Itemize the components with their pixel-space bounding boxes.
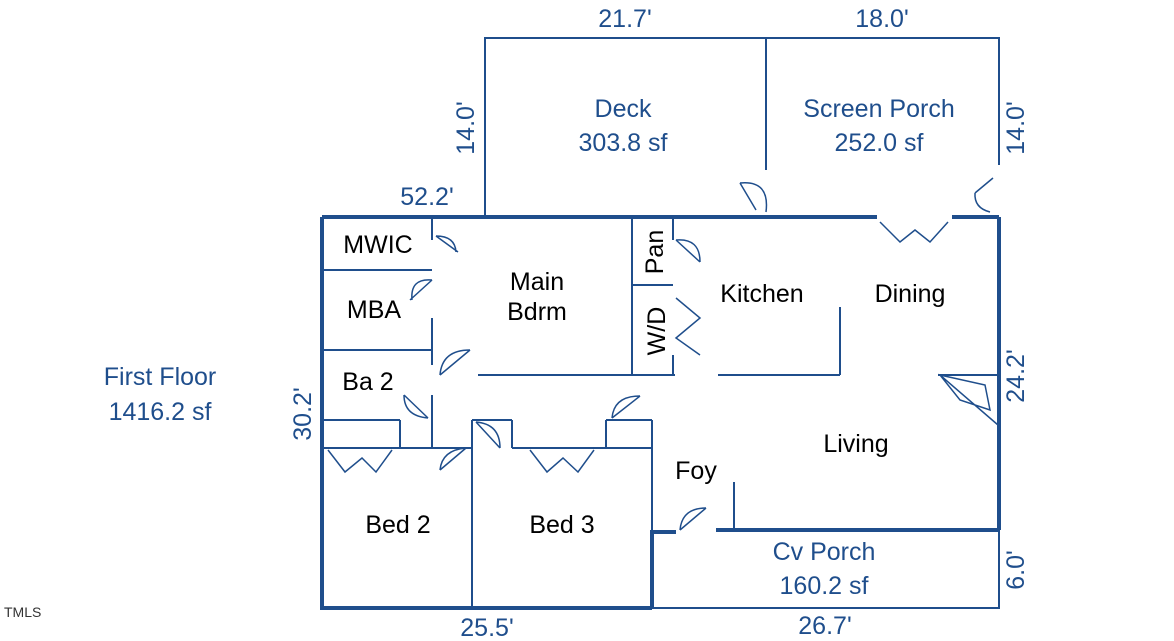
door-swing (938, 373, 999, 426)
door-swing (974, 177, 994, 213)
room-living: Living (823, 430, 888, 458)
dim-house-right-depth: 24.2' (1002, 349, 1030, 402)
room-bed2: Bed 2 (365, 511, 430, 539)
interior-walls (322, 217, 999, 608)
dim-house-width: 52.2' (400, 183, 453, 211)
door-swing (409, 279, 433, 301)
dim-bottom-right: 26.7' (798, 612, 851, 640)
cv-porch-area: 160.2 sf (780, 572, 869, 600)
cv-porch-label: Cv Porch (773, 538, 876, 566)
floor-name: First Floor (104, 363, 217, 391)
room-pan: Pan (641, 230, 669, 274)
room-ba2: Ba 2 (342, 368, 393, 396)
cv-porch-outline (652, 530, 1000, 609)
room-kitchen: Kitchen (720, 280, 803, 308)
screen-porch-label: Screen Porch (803, 95, 954, 123)
door-swing (403, 394, 429, 419)
room-main-bdrm-1: Main (510, 268, 564, 296)
room-dining: Dining (875, 280, 946, 308)
room-wd: W/D (643, 307, 671, 356)
dim-porch-width: 18.0' (855, 5, 908, 33)
dim-deck-width: 21.7' (598, 5, 651, 33)
door-swing (879, 221, 949, 244)
door-swing (435, 235, 459, 253)
room-foy: Foy (675, 457, 717, 485)
exterior-walls (320, 215, 1001, 610)
dim-deck-depth: 14.0' (452, 101, 480, 154)
deck-label: Deck (595, 95, 652, 123)
room-bed3: Bed 3 (529, 511, 594, 539)
watermark: TMLS (4, 604, 41, 620)
door-swing (611, 395, 641, 419)
screen-porch-outline (766, 37, 1000, 165)
deck-outline (484, 37, 767, 217)
screen-porch-area: 252.0 sf (835, 129, 924, 157)
door-swing (674, 297, 702, 356)
door-swing (739, 182, 768, 213)
dim-porch-depth: 14.0' (1002, 101, 1030, 154)
dim-house-left-depth: 30.2' (289, 387, 317, 440)
room-mba: MBA (347, 296, 402, 324)
dim-bottom-left: 25.5' (460, 614, 513, 641)
deck-area: 303.8 sf (579, 129, 668, 157)
door-swing (439, 447, 467, 471)
door-swing (679, 507, 707, 531)
floor-area: 1416.2 sf (109, 398, 212, 426)
dim-cv-porch-depth: 6.0' (1002, 550, 1030, 590)
room-mwic: MWIC (343, 231, 412, 259)
door-swing (475, 421, 501, 449)
door-swing (529, 449, 595, 474)
door-swings (327, 177, 999, 531)
door-swing (439, 349, 471, 376)
door-swing (327, 449, 393, 474)
room-main-bdrm-2: Bdrm (507, 298, 567, 326)
door-swing (675, 239, 701, 263)
